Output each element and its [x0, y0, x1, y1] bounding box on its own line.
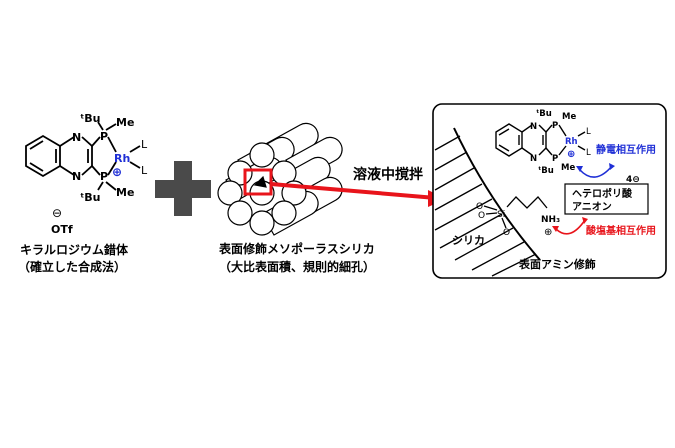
linker-si: Si: [497, 210, 505, 220]
panel-rh-atom: Rh: [565, 137, 578, 147]
panel-p-top: P: [552, 121, 558, 131]
left-complex-structure: [25, 121, 141, 191]
minus-charge-icon: ⊖: [52, 206, 62, 220]
panel-plus-icon: ⊕: [567, 149, 575, 160]
me-label-top: Me: [116, 116, 134, 129]
panel-me-bottom: Me: [561, 163, 575, 173]
anion-charge-label: 4⊖: [626, 175, 640, 185]
acid-base-arrow: [555, 219, 586, 235]
pore-highlight-box: [243, 168, 273, 196]
detail-panel: [432, 103, 667, 279]
silica-label: シリカ: [452, 234, 485, 247]
left-caption-line1: キラルロジウム錯体: [20, 242, 129, 257]
polyacid-label-line1: ヘテロポリ酸: [572, 187, 633, 200]
ligand-label-bottom: L: [141, 164, 148, 177]
tbu-label-bottom: ᵗBu: [80, 191, 100, 204]
panel-n-bottom: N: [530, 154, 537, 164]
surface-modification-label: 表面アミン修飾: [518, 257, 596, 271]
electrostatic-arrowhead-left: [576, 166, 583, 172]
linker-plus-icon: ⊕: [544, 227, 552, 238]
panel-tbu-top: ᵗBu: [536, 109, 552, 119]
electrostatic-arrow: [579, 165, 613, 178]
panel-tbu-bottom: ᵗBu: [538, 166, 554, 176]
amine-linker: [483, 196, 548, 229]
arrow-label: 溶液中撹拌: [353, 166, 423, 183]
left-complex-labels: N N P P ᵗBu Me ᵗBu Me Rh L L ⊕ ⊖ OTf: [51, 112, 148, 236]
panel-me-top: Me: [562, 112, 576, 122]
silica-surface: [434, 127, 541, 277]
otf-label: OTf: [51, 223, 73, 236]
panel-complex-structure: [495, 123, 586, 157]
linker-labels: O O Si O NH₃ ⊕: [476, 202, 560, 238]
panel-ligand-bottom: L: [586, 148, 591, 158]
linker-o1: O: [476, 202, 483, 212]
me-label-bottom: Me: [116, 186, 134, 199]
p-atom-top: P: [100, 130, 108, 143]
polyacid-box: [564, 183, 649, 215]
plus-sign-icon: [155, 161, 211, 216]
linker-nh3: NH₃: [541, 215, 560, 225]
ligand-label-top: L: [141, 138, 148, 151]
acid-base-label: 酸塩基相互作用: [586, 224, 656, 237]
panel-n-top: N: [530, 122, 537, 132]
panel-p-bottom: P: [552, 154, 558, 164]
electrostatic-label: 静電相互作用: [596, 143, 656, 156]
n-atom-top: N: [72, 131, 81, 144]
p-atom-bottom: P: [100, 170, 108, 183]
mesoporous-silica-bundle: [217, 122, 343, 236]
acid-base-arrowhead-left: [552, 226, 559, 232]
tbu-label-top: ᵗBu: [80, 112, 100, 125]
electrostatic-arrowhead-right: [609, 163, 615, 170]
panel-complex-labels: N N P P ᵗBu Me ᵗBu Me Rh L L ⊕: [530, 109, 591, 176]
n-atom-bottom: N: [72, 170, 81, 183]
acid-base-arrowhead-right: [582, 217, 588, 224]
polyacid-label-line2: アニオン: [572, 201, 612, 213]
linker-o3: O: [503, 228, 510, 238]
middle-caption-line2: （大比表面積、規則的細孔）: [219, 259, 375, 274]
plus-charge-icon: ⊕: [112, 165, 122, 179]
middle-caption-line1: 表面修飾メソポーラスシリカ: [218, 241, 375, 256]
panel-ligand-top: L: [586, 127, 591, 137]
linker-o2: O: [478, 211, 485, 221]
rh-atom: Rh: [114, 152, 130, 165]
left-caption-line2: （確立した合成法）: [18, 259, 126, 274]
